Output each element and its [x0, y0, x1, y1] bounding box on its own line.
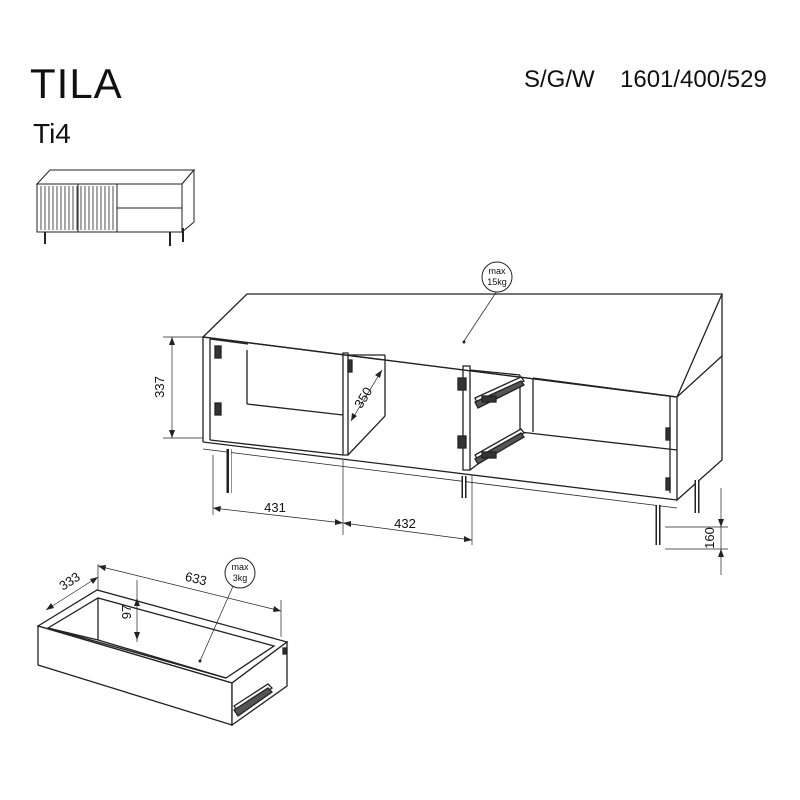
drawer-load-badge: [224, 557, 256, 589]
thumbnail-cabinet: [35, 168, 196, 246]
product-name: TILA: [30, 60, 123, 107]
dimension-width-431: 431: [264, 500, 286, 515]
load-point-marker: [462, 340, 466, 344]
cabinet-load-line1: max: [488, 266, 506, 276]
drawer-dimension-width-633: 633: [184, 569, 209, 588]
dimension-height-337: 337: [152, 376, 167, 398]
finish-code: S/G/W: [524, 66, 595, 93]
overall-dimensions: 1601/400/529: [620, 66, 767, 93]
cabinet-load-line2: 15kg: [487, 277, 507, 287]
drawer-dimension-depth-333: 333: [56, 569, 82, 593]
model-code: Ti4: [33, 118, 71, 149]
drawer-load-point-marker: [198, 659, 202, 663]
drawer-load-line2: 3kg: [233, 573, 248, 583]
drawer-dimension-height-97: 97: [119, 605, 134, 619]
drawer-dimension-arrows: [46, 565, 281, 640]
dimension-depth-350: 350: [351, 384, 375, 410]
dimension-arrows: [169, 337, 724, 557]
dimension-lines: [163, 290, 728, 575]
dimension-width-432: 432: [394, 516, 416, 531]
drawer-load-line1: max: [231, 562, 249, 572]
drawer-dimension-lines: [45, 564, 282, 662]
dimension-leg-160: 160: [702, 527, 717, 549]
drawer-drawing: [36, 589, 289, 727]
cabinet-drawing: [201, 293, 723, 545]
cabinet-load-badge: [481, 261, 513, 293]
